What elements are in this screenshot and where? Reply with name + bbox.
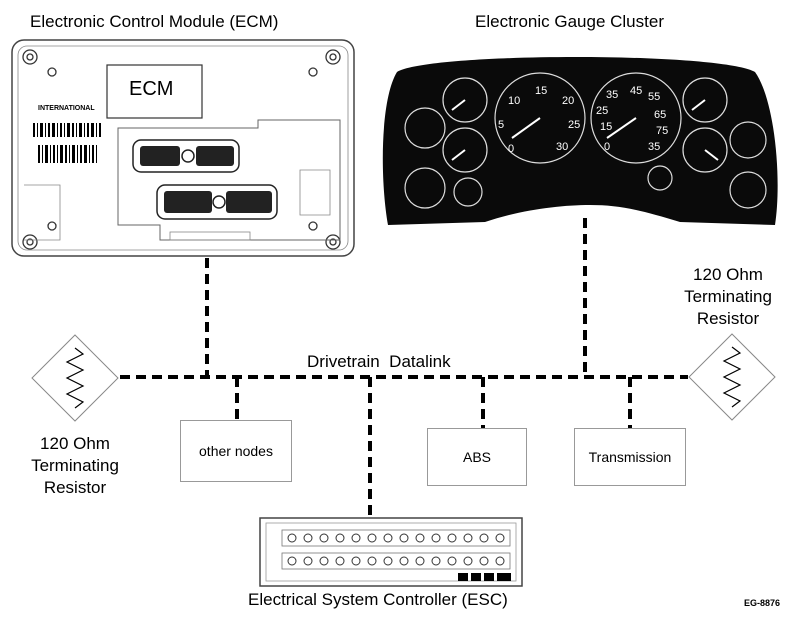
esc-title: Electrical System Controller (ESC)	[248, 590, 508, 609]
resistor-left-line2: Terminating	[31, 456, 119, 475]
svg-text:35: 35	[648, 141, 660, 153]
ecm-title: Electronic Control Module (ECM)	[30, 12, 279, 31]
esc-indicator-blocks	[458, 573, 511, 581]
svg-text:30: 30	[556, 141, 568, 153]
figure-id: EG-8876	[744, 598, 781, 608]
resistor-right-symbol	[688, 333, 776, 421]
other-nodes-label: other nodes	[199, 443, 273, 459]
gauge-cluster-title: Electronic Gauge Cluster	[475, 12, 664, 31]
ecm-connector-bottom	[156, 184, 278, 220]
svg-text:20: 20	[562, 95, 574, 107]
svg-text:25: 25	[568, 119, 580, 131]
gauge-needles	[451, 99, 719, 161]
resistor-left-line3: Resistor	[43, 478, 107, 497]
svg-text:45: 45	[630, 85, 642, 97]
transmission-box: Transmission	[574, 428, 686, 486]
ecm-module	[11, 39, 355, 257]
svg-text:55: 55	[648, 91, 660, 103]
svg-text:75: 75	[656, 125, 668, 137]
abs-box: ABS	[427, 428, 527, 486]
resistor-right-line2: Terminating	[684, 287, 772, 306]
abs-label: ABS	[462, 449, 491, 465]
svg-text:15: 15	[535, 85, 547, 97]
svg-text:0: 0	[508, 143, 514, 155]
esc-pins	[287, 533, 505, 566]
svg-text:15: 15	[600, 121, 612, 133]
svg-text:65: 65	[654, 109, 666, 121]
speedometer-dial	[494, 72, 586, 164]
esc-connector-row-top	[281, 529, 511, 547]
gauge-cluster: 10 15 20 25 30 0 5 35 45 55 65 75 35 15 0 25	[382, 57, 778, 225]
ecm-connector-top	[132, 139, 240, 173]
resistor-right-line3: Resistor	[696, 309, 760, 328]
resistor-right-label: 120 Ohm Terminating Resistor	[672, 264, 784, 330]
svg-text:10: 10	[508, 95, 520, 107]
svg-text:0: 0	[604, 141, 610, 153]
resistor-left-line1: 120 Ohm	[40, 434, 110, 453]
other-nodes-box: other nodes	[180, 420, 292, 482]
gauge-dials	[404, 72, 767, 209]
resistor-left-label: 120 Ohm Terminating Resistor	[24, 433, 126, 499]
esc-connector-row-bottom	[281, 552, 511, 570]
transmission-label: Transmission	[588, 449, 672, 465]
esc-module	[259, 517, 523, 587]
resistor-right-line1: 120 Ohm	[693, 265, 763, 284]
svg-text:25: 25	[596, 105, 608, 117]
svg-text:5: 5	[498, 119, 504, 131]
datalink-label: Drivetrain Datalink	[307, 352, 451, 371]
datalink-wiring	[120, 218, 688, 518]
svg-text:35: 35	[606, 89, 618, 101]
ecm-label-plate	[106, 64, 203, 119]
resistor-left-symbol	[31, 334, 119, 422]
ecm-brand-label: INTERNATIONAL	[38, 105, 95, 112]
gauge-scale-numbers: 10 15 20 25 30 0 5 35 45 55 65 75 35 15 0 25	[498, 85, 668, 155]
tachometer-dial	[590, 72, 682, 164]
ecm-badge-label: ECM	[129, 78, 174, 100]
ecm-barcode	[33, 123, 101, 163]
